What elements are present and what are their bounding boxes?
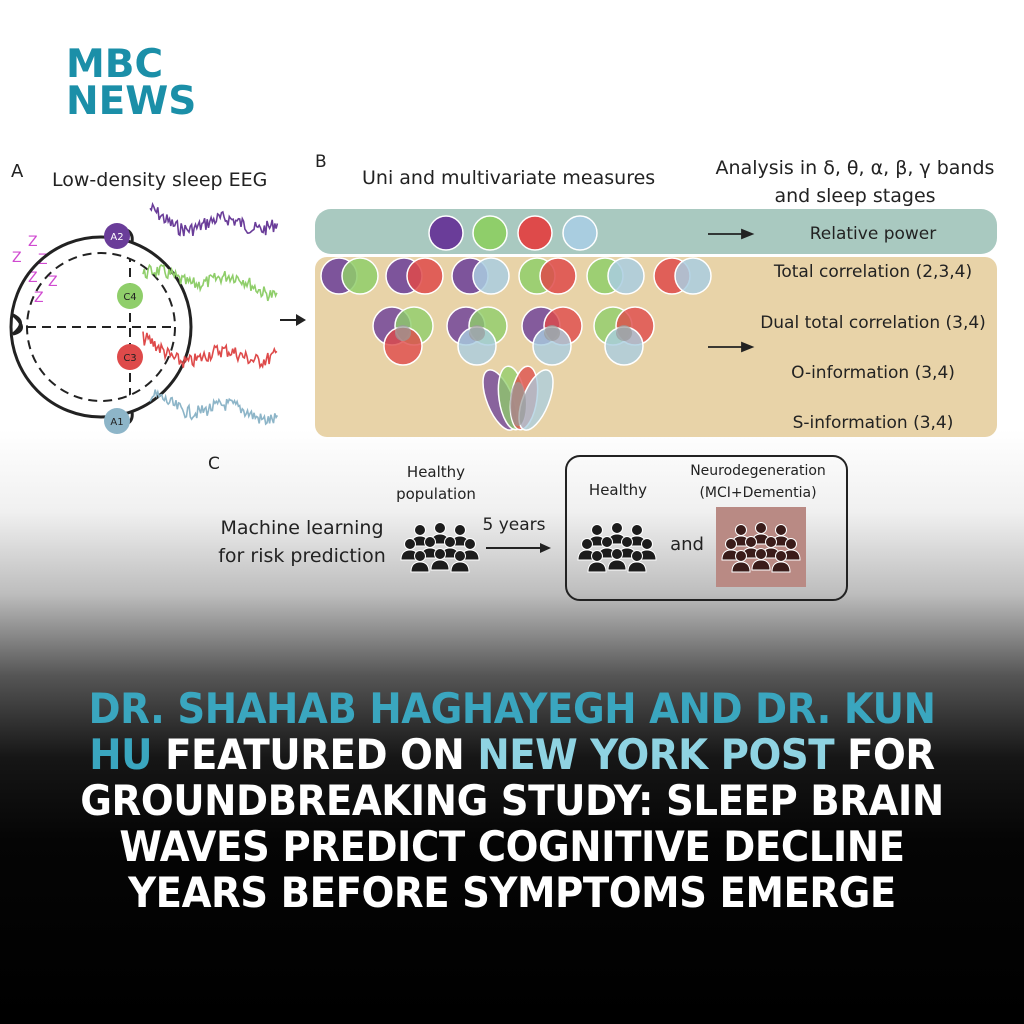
headline: DR. SHAHAB HAGHAYEGH AND DR. KUN HU FEAT… [78, 686, 946, 916]
study-figure: A Low-density sleep EEG Z Z Z Z Z Z A2 C… [9, 152, 997, 601]
pairwise-venn-row [320, 257, 712, 295]
electrode-c3: C3 [117, 344, 143, 370]
svg-text:Z: Z [34, 290, 44, 306]
electrode-a1: A1 [104, 408, 130, 434]
measure-relative-power: Relative power [810, 224, 937, 244]
healthy-population-line2: population [396, 485, 476, 503]
and-label: and [670, 534, 704, 555]
panel-c-letter: C [208, 454, 220, 474]
electrode-a2: A2 [104, 223, 130, 249]
panel-a-arrow [280, 314, 306, 326]
outcome-box [565, 455, 848, 601]
svg-text:C3: C3 [123, 353, 136, 364]
analysis-bands-line2: and sleep stages [774, 185, 935, 207]
svg-text:Z: Z [28, 270, 38, 286]
headline-featured-on: FEATURED ON [152, 730, 478, 779]
panel-b-title: Uni and multivariate measures [362, 167, 655, 189]
headline-study: FOR GROUNDBREAKING STUDY: SLEEP BRAIN WA… [80, 730, 944, 917]
relative-power-circles [428, 215, 598, 251]
measure-total-correlation: Total correlation (2,3,4) [773, 262, 972, 282]
five-years-label: 5 years [482, 515, 545, 535]
svg-text:Z: Z [12, 250, 22, 266]
svg-text:A1: A1 [110, 417, 123, 428]
headline-names: DR. SHAHAB HAGHAYEGH AND DR. KUN HU [88, 684, 936, 779]
panel-b-letter: B [315, 152, 327, 172]
measure-o-information: O-information (3,4) [791, 363, 955, 383]
healthy-people-icon [577, 522, 657, 573]
svg-text:A2: A2 [110, 232, 123, 243]
head-diagram [9, 226, 193, 428]
neurodegeneration-people-icon [721, 522, 801, 573]
measure-arrows [708, 228, 755, 353]
mbc-news-logo: MBC NEWS [66, 42, 197, 124]
ml-label-line1: Machine learning [220, 517, 383, 539]
five-years-arrow [486, 543, 551, 553]
healthy-population-people-icon [400, 522, 480, 573]
analysis-bands-line1: Analysis in δ, θ, α, β, γ bands [716, 157, 995, 179]
quad-venn [482, 365, 554, 431]
svg-text:Z: Z [28, 234, 38, 250]
neurodegeneration-line2: (MCI+Dementia) [699, 485, 816, 501]
panel-a-letter: A [11, 161, 24, 182]
logo-line-2: NEWS [66, 79, 197, 124]
measure-s-information: S-information (3,4) [793, 413, 954, 433]
sleep-z-icon: Z Z Z Z Z Z [12, 234, 58, 306]
healthy-population-line1: Healthy [407, 463, 465, 481]
logo-line-1: MBC [66, 42, 164, 87]
svg-text:Z: Z [48, 274, 58, 290]
svg-text:C4: C4 [123, 292, 136, 303]
triplet-venn-row [372, 306, 655, 366]
measure-dual-total-correlation: Dual total correlation (3,4) [760, 313, 986, 333]
healthy-label: Healthy [589, 481, 647, 499]
ml-label-line2: for risk prediction [218, 545, 386, 567]
eeg-traces [142, 201, 279, 426]
panel-a-title: Low-density sleep EEG [52, 169, 267, 191]
electrode-c4: C4 [117, 283, 143, 309]
neurodegeneration-line1: Neurodegeneration [690, 463, 826, 479]
headline-publication: NEW YORK POST [477, 730, 835, 779]
